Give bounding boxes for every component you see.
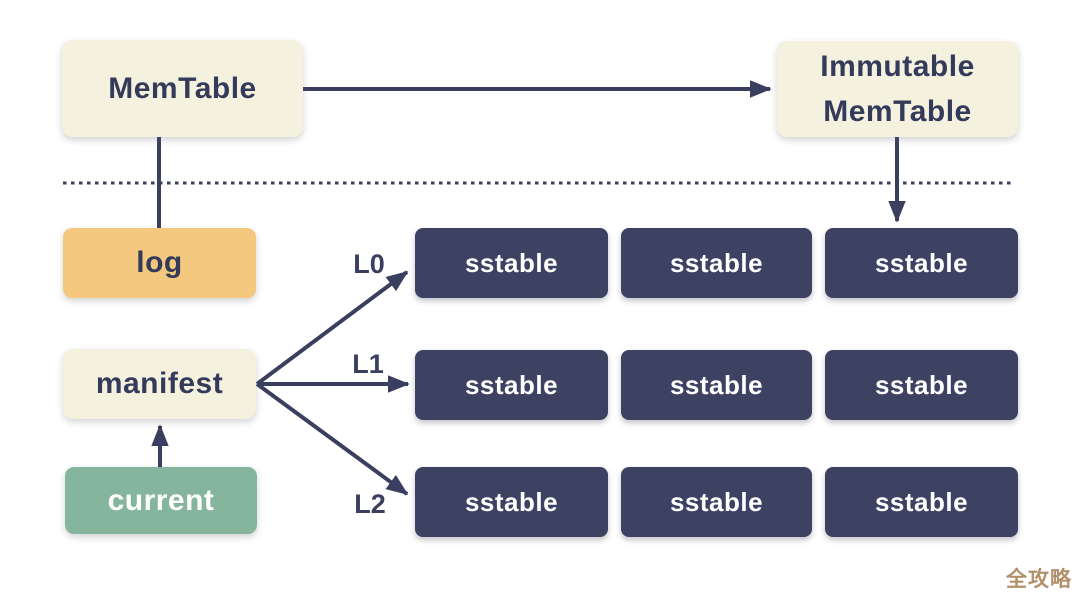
sstable-box-l1-3: sstable [825,350,1018,420]
current-node: current [65,467,257,534]
sstable-box-l0-2: sstable [621,228,812,298]
sstable-label: sstable [874,247,969,278]
memtable-node: MemTable [62,40,303,137]
immutable-memtable-label-line2: MemTable [823,95,972,128]
manifest-label: manifest [95,367,224,400]
sstable-label: sstable [464,369,559,400]
sstable-label: sstable [464,247,559,278]
sstable-box-l1-2: sstable [621,350,812,420]
level-label-l2: L2 [354,489,386,519]
sstable-label: sstable [464,486,559,517]
arrow-manifest-to-l0 [255,270,409,386]
sstable-label: sstable [669,247,764,278]
level-label-l1: L1 [352,349,384,379]
sstable-box-l2-2: sstable [621,467,812,537]
manifest-node: manifest [63,349,256,419]
immutable-memtable-node: Immutable MemTable [777,41,1018,137]
current-label: current [107,483,215,517]
memtable-label: MemTable [108,71,257,105]
sstable-label: sstable [874,486,969,517]
sstable-box-l2-3: sstable [825,467,1018,537]
immutable-memtable-label-line1: Immutable [820,50,975,83]
log-node: log [63,228,256,298]
sstable-box-l0-1: sstable [415,228,608,298]
watermark-text: 全攻略 [1006,568,1072,591]
log-label: log [136,246,183,279]
sstable-box-l2-1: sstable [415,467,608,537]
sstable-label: sstable [874,369,969,400]
level-label-l0: L0 [353,249,385,279]
sstable-box-l0-3: sstable [825,228,1018,298]
sstable-label: sstable [669,486,764,517]
sstable-box-l1-1: sstable [415,350,608,420]
sstable-label: sstable [669,369,764,400]
arrow-manifest-to-l2 [255,382,409,496]
